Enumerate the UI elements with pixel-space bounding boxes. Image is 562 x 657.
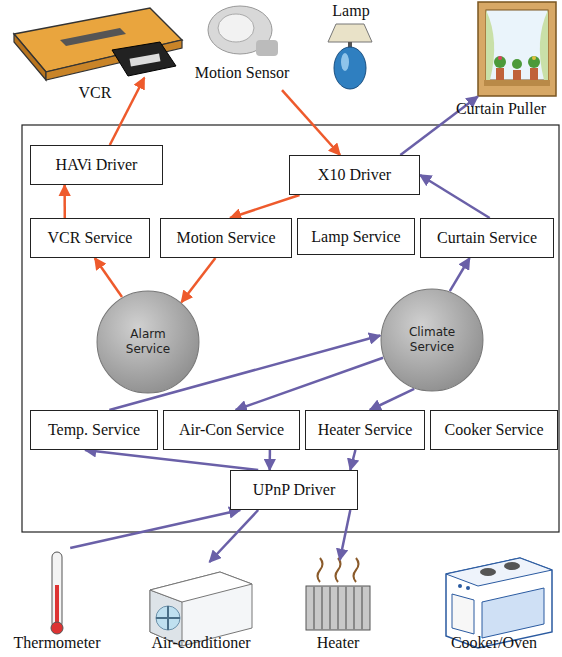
component-box: Cooker Service [430, 410, 558, 450]
connector-arrow [85, 450, 258, 470]
node-label: Air-Con Service [179, 421, 284, 439]
lamp-picture [328, 24, 372, 89]
connector-arrow [370, 389, 414, 410]
component-box: Motion Service [160, 218, 292, 258]
node-label: Cooker Service [444, 421, 543, 439]
device-label: Thermometer [13, 634, 100, 652]
connector-arrow [340, 510, 351, 560]
connector-arrow [450, 258, 470, 291]
device-label: Heater [317, 634, 360, 652]
component-box: X10 Driver [289, 155, 420, 195]
device: Thermometer [2, 548, 112, 656]
connector-arrow [63, 185, 66, 218]
device: Air-conditioner [140, 562, 262, 656]
component-box: Temp. Service [30, 410, 158, 450]
device: Cooker/Oven [428, 548, 560, 656]
device-label: Air-conditioner [151, 634, 250, 652]
connector-arrow [268, 450, 271, 470]
device-label: Motion Sensor [195, 64, 290, 82]
heater-picture [306, 558, 370, 630]
node-label: Alarm Service [108, 327, 187, 357]
device-label: Lamp [332, 2, 369, 20]
device-label: Curtain Puller [456, 100, 546, 118]
node-label: Motion Service [176, 229, 275, 247]
thermometer-picture [51, 552, 63, 634]
connector-arrow [210, 510, 259, 562]
connector-arrow [282, 90, 340, 155]
device: Lamp [318, 0, 384, 92]
connector-arrow [236, 358, 384, 410]
curtain-window-picture [478, 2, 556, 96]
device: Curtain Puller [440, 0, 562, 122]
component-box: Curtain Service [420, 218, 554, 258]
node-label: Lamp Service [311, 228, 400, 246]
connector-arrow [181, 258, 215, 302]
connector-arrow [230, 195, 300, 218]
system-frame [22, 125, 559, 532]
connector-arrow [110, 78, 145, 145]
component-box: Heater Service [305, 410, 425, 450]
component-box: HAVi Driver [30, 145, 163, 185]
node-label: UPnP Driver [253, 481, 336, 499]
component-box: UPnP Driver [230, 470, 358, 510]
device: VCR [10, 0, 180, 105]
device: Motion Sensor [188, 0, 296, 92]
component-box: Air-Con Service [163, 410, 300, 450]
connector-arrow [95, 258, 122, 297]
device-label: Cooker/Oven [451, 634, 537, 652]
service-circle: Climate Service [380, 288, 484, 392]
node-label: VCR Service [48, 229, 133, 247]
connector-arrow [420, 175, 490, 218]
component-box: Lamp Service [297, 218, 415, 255]
connector-arrow [70, 510, 240, 548]
device-label: VCR [79, 84, 112, 102]
connector-arrow [350, 450, 355, 470]
node-label: Curtain Service [437, 229, 537, 247]
service-circle: Alarm Service [96, 290, 200, 394]
node-label: X10 Driver [318, 166, 391, 184]
vcr-picture [14, 8, 182, 80]
node-label: Heater Service [318, 421, 413, 439]
motion-sensor-picture [208, 6, 278, 56]
node-label: Climate Service [392, 325, 471, 355]
component-box: VCR Service [30, 218, 150, 258]
node-label: HAVi Driver [56, 156, 138, 174]
device: Heater [292, 560, 384, 656]
node-label: Temp. Service [48, 421, 140, 439]
